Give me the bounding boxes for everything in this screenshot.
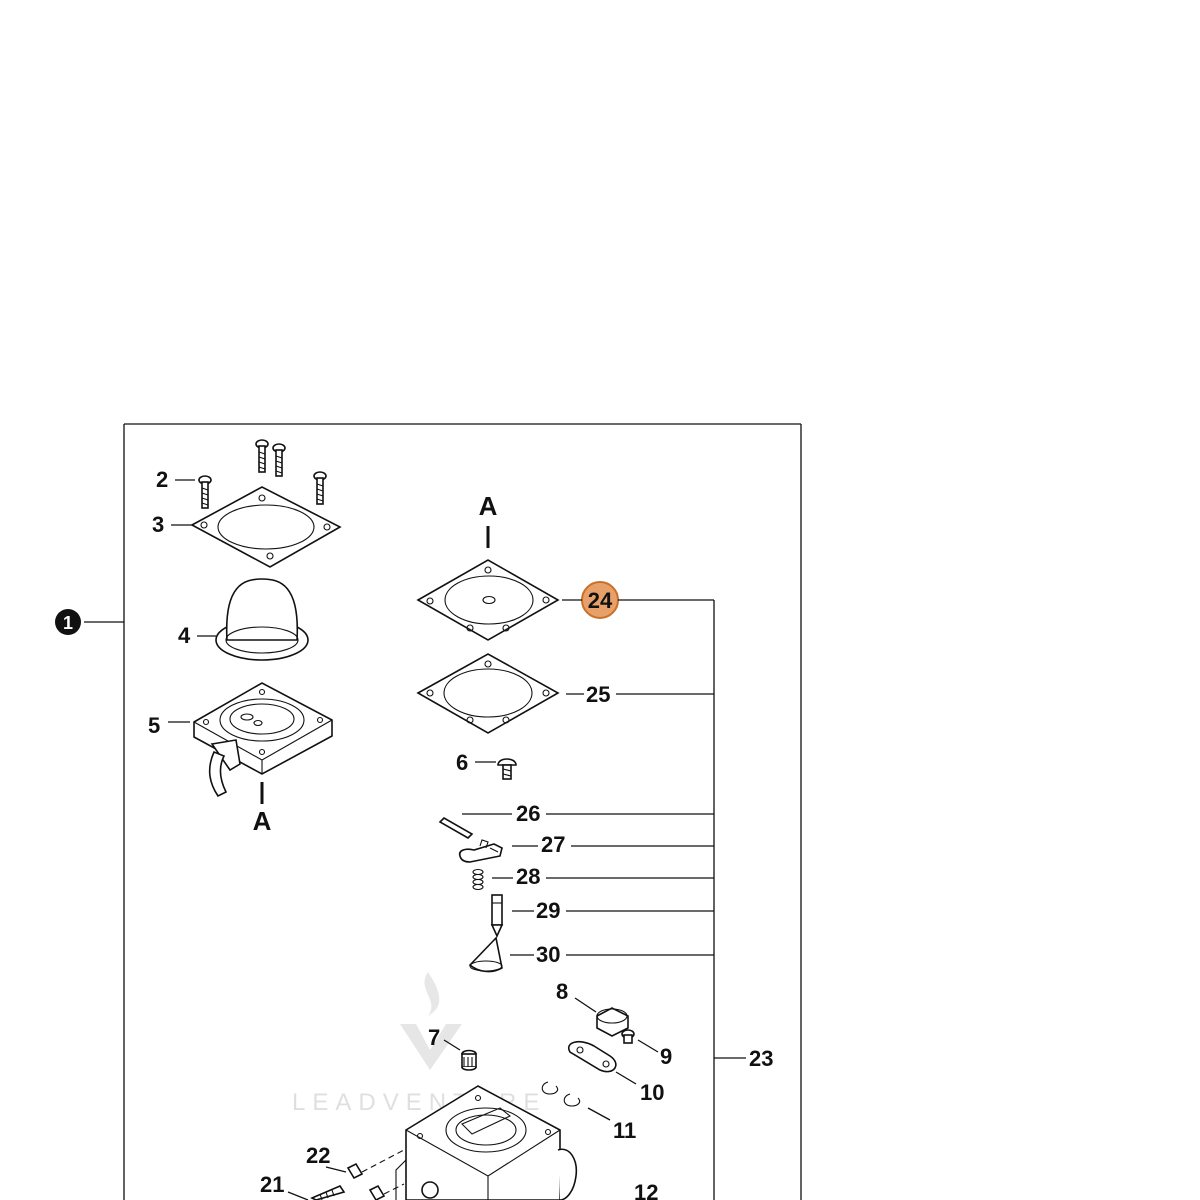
svg-text:23: 23 — [749, 1046, 773, 1071]
pin-part-26 — [438, 817, 474, 839]
callout-21[interactable]: 21 — [260, 1172, 309, 1200]
cone-part-30 — [468, 936, 503, 973]
screw-part-2 — [198, 439, 327, 509]
callout-3[interactable]: 3 — [152, 512, 192, 537]
callout-25[interactable]: 25 — [566, 682, 714, 707]
callout-1[interactable]: 1 — [55, 609, 124, 635]
callout-28[interactable]: 28 — [492, 864, 714, 889]
svg-text:A: A — [479, 491, 498, 521]
callout-30[interactable]: 30 — [510, 942, 714, 967]
svg-text:5: 5 — [148, 713, 160, 738]
callout-2[interactable]: 2 — [156, 467, 195, 492]
callout-4[interactable]: 4 — [178, 623, 216, 648]
plug-part-22 — [346, 1149, 405, 1200]
screw-part-6 — [497, 758, 517, 780]
screw-part-9 — [621, 1029, 635, 1044]
primer-bulb-part-4 — [215, 578, 309, 661]
callout-12[interactable]: 12 — [634, 1180, 658, 1200]
svg-text:2: 2 — [156, 467, 168, 492]
svg-text:6: 6 — [456, 750, 468, 775]
callout-7[interactable]: 7 — [428, 1025, 461, 1051]
svg-text:9: 9 — [660, 1044, 672, 1069]
svg-text:8: 8 — [556, 979, 568, 1004]
callout-23-bracket[interactable]: 23 — [713, 600, 773, 1200]
callout-29[interactable]: 29 — [512, 898, 714, 923]
callout-10[interactable]: 10 — [615, 1071, 664, 1105]
section-marker-a-left: A — [253, 782, 272, 836]
svg-text:26: 26 — [516, 801, 540, 826]
callout-6[interactable]: 6 — [456, 750, 496, 775]
clip-part-11 — [541, 1081, 581, 1107]
svg-text:25: 25 — [586, 682, 610, 707]
callout-8[interactable]: 8 — [556, 979, 597, 1013]
svg-text:11: 11 — [613, 1118, 636, 1143]
svg-text:1: 1 — [63, 613, 73, 633]
svg-text:29: 29 — [536, 898, 560, 923]
section-marker-a-right: A — [479, 491, 498, 548]
lever-part-27 — [458, 839, 503, 863]
svg-text:24: 24 — [588, 588, 613, 613]
svg-text:4: 4 — [178, 623, 191, 648]
callout-11[interactable]: 11 — [587, 1107, 636, 1143]
gasket-part-10 — [567, 1040, 617, 1073]
svg-text:A: A — [253, 806, 272, 836]
adjusting-screw-part-8 — [596, 1007, 629, 1037]
gasket-part-3 — [190, 486, 342, 568]
svg-text:27: 27 — [541, 832, 565, 857]
callout-26[interactable]: 26 — [462, 801, 714, 826]
svg-text:30: 30 — [536, 942, 560, 967]
carburetor-body-part-12 — [395, 1085, 578, 1200]
callout-22[interactable]: 22 — [306, 1143, 347, 1173]
svg-text:3: 3 — [152, 512, 164, 537]
inlet-needle-part-29 — [490, 894, 504, 938]
svg-text:28: 28 — [516, 864, 540, 889]
gasket-part-25 — [416, 653, 560, 734]
svg-text:12: 12 — [634, 1180, 658, 1200]
svg-text:10: 10 — [640, 1080, 664, 1105]
diagram-frame — [123, 423, 802, 1200]
watermark-logo: LEADVENTURE — [292, 972, 539, 1116]
diaphragm-part-24 — [416, 559, 560, 641]
svg-text:21: 21 — [260, 1172, 284, 1197]
callout-27[interactable]: 27 — [512, 832, 714, 857]
callout-24-highlighted[interactable]: 24 — [562, 581, 714, 619]
callout-9[interactable]: 9 — [637, 1039, 672, 1069]
screw-part-21 — [310, 1185, 346, 1200]
pump-cover-part-5 — [193, 682, 333, 798]
spring-part-28 — [472, 868, 484, 891]
svg-text:22: 22 — [306, 1143, 330, 1168]
svg-text:7: 7 — [428, 1025, 440, 1050]
callout-5[interactable]: 5 — [148, 713, 190, 738]
plug-part-7 — [461, 1049, 477, 1071]
